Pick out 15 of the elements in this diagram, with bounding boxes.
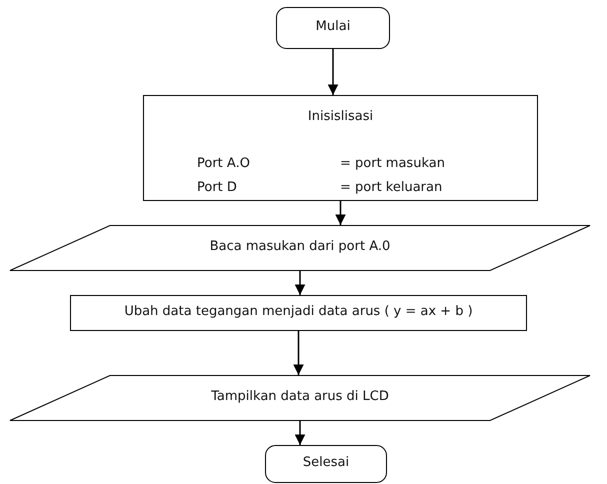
node-text: Mulai xyxy=(314,19,352,34)
node-text: Baca masukan dari port A.0 xyxy=(208,239,392,254)
node-text: Port D xyxy=(197,180,237,195)
arrow xyxy=(294,271,306,295)
arrow xyxy=(328,49,338,95)
node-text: = port keluaran xyxy=(340,180,442,195)
node-text: Selesai xyxy=(302,455,350,470)
node-text: Port A.O xyxy=(197,156,250,171)
node-text: Inisislisasi xyxy=(306,109,374,124)
arrow xyxy=(294,421,306,445)
node-text: = port masukan xyxy=(340,156,445,171)
arrow xyxy=(293,331,304,375)
node-text: Tampilkan data arus di LCD xyxy=(210,389,390,404)
arrow xyxy=(335,201,346,225)
node-text: Ubah data tegangan menjadi data arus ( y = ax + b ) xyxy=(123,304,474,319)
